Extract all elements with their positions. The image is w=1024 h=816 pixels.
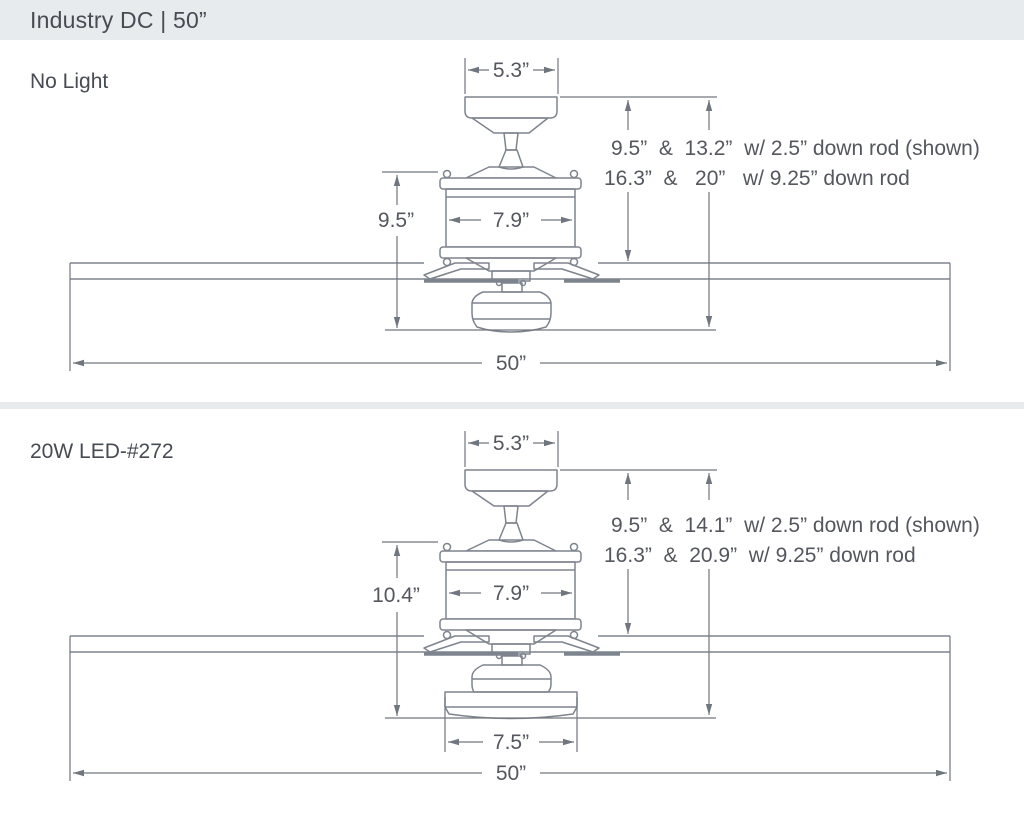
- section-label-no-light: No Light: [30, 70, 108, 93]
- light-kit: [444, 691, 578, 720]
- switch-cap: [471, 291, 552, 333]
- fan-blades: [70, 635, 950, 656]
- header-band: Industry DC | 50”: [0, 0, 1024, 40]
- dim-label-hanging-height: 9.5”: [378, 209, 414, 232]
- dimension-lines: [69, 431, 951, 781]
- switch-cap: [471, 664, 552, 693]
- dim-label-motor-width: 7.9”: [493, 209, 529, 232]
- dim-label-rod-note-1: 9.5” & 13.2” w/ 2.5” down rod (shown): [611, 137, 980, 160]
- dim-label-blade-span: 50”: [496, 352, 526, 375]
- motor-housing: [439, 539, 582, 666]
- motor-housing: [439, 166, 582, 293]
- dim-label-canopy-width: 5.3”: [493, 59, 529, 82]
- dim-label-rod-note-1: 9.5” & 14.1” w/ 2.5” down rod (shown): [611, 514, 980, 537]
- canopy-and-downrod: [464, 96, 558, 170]
- page-title: Industry DC | 50”: [30, 6, 207, 33]
- dimension-lines: [69, 58, 951, 371]
- dim-label-blade-span: 50”: [496, 762, 526, 785]
- fan-diagram-no-light: No Light: [30, 58, 980, 375]
- dim-label-rod-note-2: 16.3” & 20.9” w/ 9.25” down rod: [604, 544, 916, 567]
- dim-label-motor-width: 7.9”: [493, 582, 529, 605]
- dim-label-canopy-width: 5.3”: [493, 432, 529, 455]
- fan-diagram-led: 20W LED-#272: [30, 431, 980, 785]
- dim-label-rod-note-2: 16.3” & 20” w/ 9.25” down rod: [604, 167, 910, 190]
- section-label-led: 20W LED-#272: [30, 440, 174, 463]
- dim-label-hanging-height: 10.4”: [372, 584, 420, 607]
- section-divider: [0, 402, 1024, 409]
- fan-blades: [70, 262, 950, 283]
- canopy-and-downrod: [464, 469, 558, 543]
- dim-label-light-kit-width: 7.5”: [493, 731, 529, 754]
